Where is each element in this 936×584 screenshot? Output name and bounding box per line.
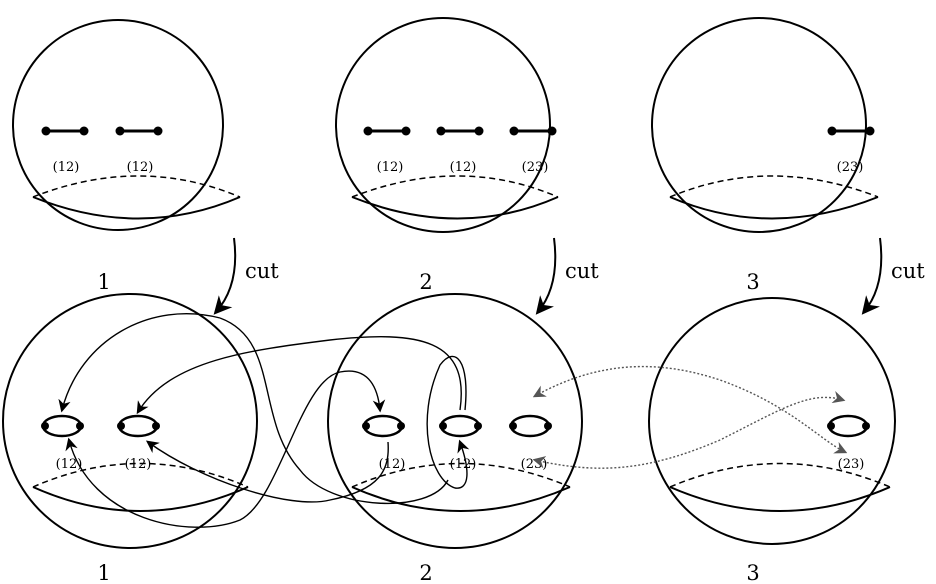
gluing-curve [65,370,386,528]
gluing-curve [219,317,449,505]
hole-1 [41,414,84,438]
cut-label: (12) [127,160,154,175]
cut-label-text: cut [565,259,599,283]
hole-1 [827,414,870,438]
cut-label: (12) [377,160,404,175]
bottom-sphere-2: (12) (12) (23) [327,293,583,549]
sphere-number: 2 [419,270,432,294]
hole-label: (23) [838,457,865,472]
branch-cut-3 [509,126,557,136]
branch-cut-1 [827,126,875,136]
hole-label: (12) [450,457,477,472]
bottom-sphere-3: (23) [648,297,896,545]
cut-label-text: cut [245,259,279,283]
cut-label-text: cut [891,259,925,283]
sphere-number: 1 [97,270,110,294]
sphere-number: 1 [97,561,110,584]
bottom-sphere-1: (12) (12) [2,293,258,549]
hole-2 [439,414,482,438]
hole-1 [362,414,405,438]
cut-arrow-2: cut [535,237,599,315]
branch-cut-1 [41,126,89,136]
gluing-curve-dotted [532,391,846,469]
hole-2 [117,414,160,438]
cut-label: (12) [53,160,80,175]
cut-arrow-1: cut [213,237,279,315]
hole-label: (23) [521,457,548,472]
top-sphere-3: (23) [651,17,879,233]
top-sphere-1: (12) (12) [12,19,241,231]
branch-cut-1 [363,126,411,136]
sphere-number: 3 [746,270,759,294]
top-sphere-2: (12) (12) (23) [335,17,559,233]
hole-3 [509,414,552,438]
gluing-curve [426,355,470,489]
branch-cut-2 [436,126,484,136]
sphere-number: 2 [419,561,432,584]
hole-label: (12) [379,457,406,472]
gluing-curve [136,336,462,415]
hole-label: (12) [56,457,83,472]
sphere-number: 3 [746,561,759,584]
hole-label: (12) [125,457,152,472]
cut-label: (12) [450,160,477,175]
gluing-curve [145,440,389,503]
branch-cut-2 [115,126,163,136]
cut-label: (23) [522,160,549,175]
cut-label: (23) [837,160,864,175]
gluing-curve [58,313,221,413]
cut-arrow-3: cut [861,237,925,315]
